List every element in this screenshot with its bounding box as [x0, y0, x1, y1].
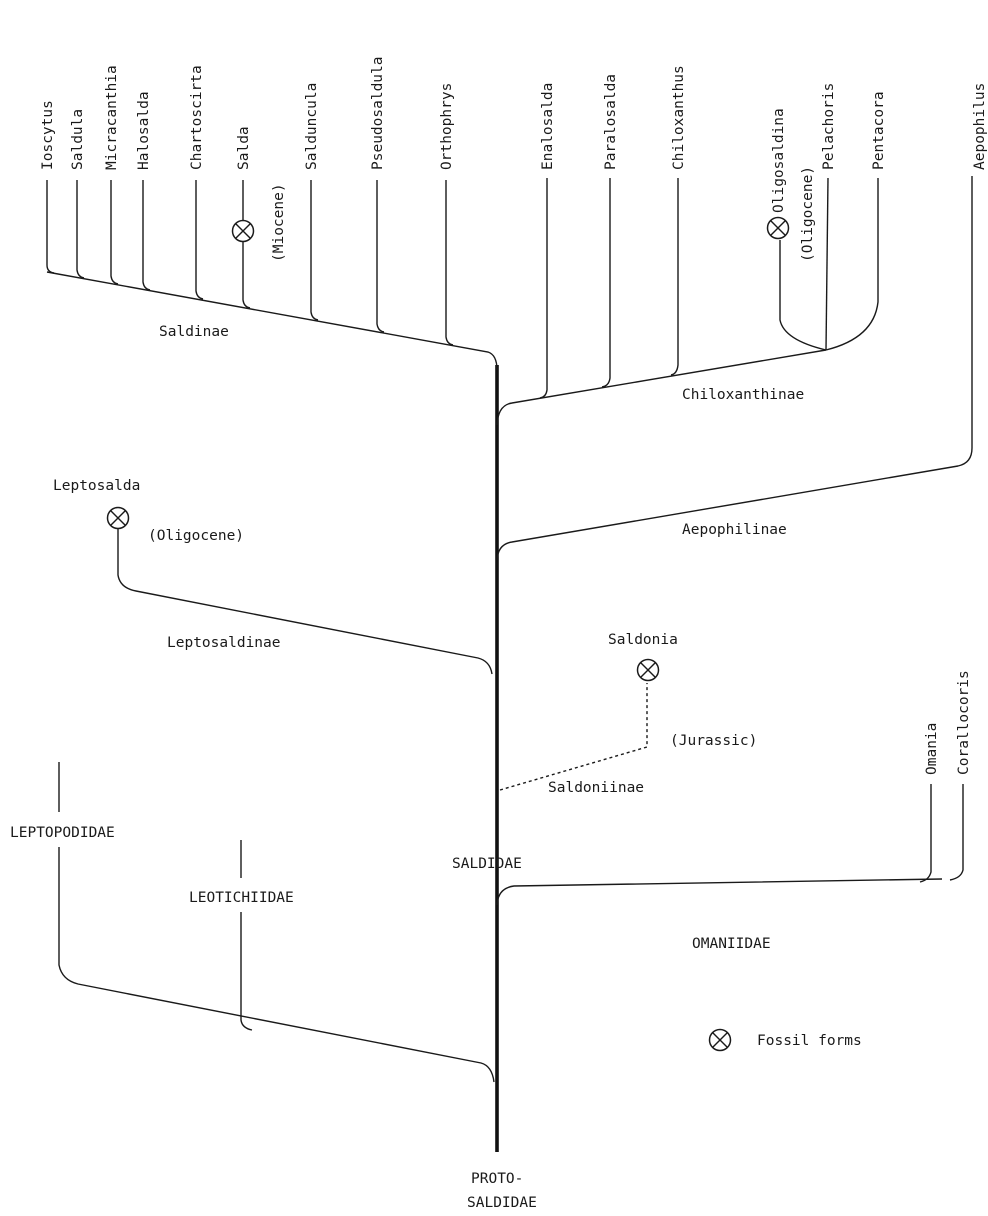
genus-chartoscirta: Chartoscirta	[189, 65, 205, 170]
fossil-marker-oligosaldina	[766, 216, 790, 240]
family-leptopodidae: LEPTOPODIDAE	[10, 825, 115, 841]
leptopodidae-stem	[58, 847, 495, 1083]
stem-chartoscirta	[195, 180, 204, 300]
family-omaniidae: OMANIIDAE	[692, 936, 771, 952]
era-miocene: (Miocene)	[271, 183, 287, 262]
genus-ioscytus: Ioscytus	[40, 100, 56, 170]
stem-ioscytus	[46, 180, 55, 274]
genus-orthophrys: Orthophrys	[439, 83, 455, 170]
subfamily-aepophilinae: Aepophilinae	[682, 522, 787, 538]
era-jurassic: (Jurassic)	[670, 733, 757, 749]
genus-pseudosaldula: Pseudosaldula	[370, 57, 386, 171]
subfamily-saldinae: Saldinae	[159, 324, 229, 340]
omaniidae-branch	[496, 878, 943, 906]
stem-salda	[242, 180, 251, 309]
genus-enalosalda: Enalosalda	[540, 83, 556, 170]
genus-saldula: Saldula	[70, 109, 86, 170]
stem-oligosaldina	[779, 240, 827, 351]
subfamily-chiloxanthinae: Chiloxanthinae	[682, 387, 804, 403]
family-saldidae: SALDIDAE	[452, 856, 522, 872]
stem-micracanthia	[110, 180, 119, 285]
stem-orthophrys	[445, 180, 454, 346]
stem-enalosalda	[539, 178, 548, 399]
stem-pelachoris	[825, 177, 829, 351]
genus-chiloxanthus: Chiloxanthus	[671, 65, 687, 170]
era-oligocene-leptosalda: (Oligocene)	[148, 528, 244, 544]
fossil-saldonia-label: Saldonia	[608, 632, 678, 648]
genus-pelachoris: Pelachoris	[821, 83, 837, 170]
stem-pseudosaldula	[376, 180, 385, 333]
genus-pentacora: Pentacora	[871, 91, 887, 170]
genus-salduncula: Salduncula	[304, 83, 320, 170]
genus-omania: Omania	[924, 723, 940, 775]
genus-micracanthia: Micracanthia	[104, 65, 120, 170]
stem-omania	[919, 784, 932, 883]
fossil-leptosalda-label: Leptosalda	[53, 478, 140, 494]
stem-paralosalda	[601, 178, 611, 388]
genus-salda: Salda	[236, 126, 252, 170]
fossil-marker-leptosalda	[106, 506, 130, 530]
aepophilinae-branch	[496, 176, 973, 561]
genus-aepophilus: Aepophilus	[972, 83, 988, 170]
genus-paralosalda: Paralosalda	[603, 74, 619, 170]
genus-oligosaldina: Oligosaldina	[771, 108, 787, 213]
fossil-marker-saldonia	[636, 658, 660, 682]
saldoniinae-branch	[499, 683, 648, 791]
subfamily-saldoniinae: Saldoniinae	[548, 780, 644, 796]
stem-chiloxanthus	[670, 178, 679, 376]
stem-pentacora	[825, 178, 879, 351]
leptosaldinae-branch	[117, 528, 493, 675]
legend-fossil-icon	[708, 1028, 732, 1052]
family-proto-saldidae-line2: SALDIDAE	[467, 1195, 537, 1211]
family-leotichiidae: LEOTICHIIDAE	[189, 890, 294, 906]
saldinae-branch	[46, 271, 498, 371]
era-oligocene-oligosaldina: (Oligocene)	[800, 166, 816, 262]
stem-saldula	[76, 180, 85, 279]
subfamily-leptosaldinae: Leptosaldinae	[167, 635, 281, 651]
stem-corallocoris	[949, 784, 964, 881]
stem-salduncula	[310, 180, 319, 321]
genus-halosalda: Halosalda	[136, 91, 152, 170]
legend-fossil-forms: Fossil forms	[757, 1033, 862, 1049]
leotichiidae-branch	[240, 912, 253, 1031]
chiloxanthinae-branch	[496, 349, 827, 426]
fossil-marker-salda	[231, 219, 255, 243]
family-proto-saldidae-line1: PROTO-	[471, 1171, 523, 1187]
stem-halosalda	[142, 180, 151, 291]
genus-corallocoris: Corallocoris	[956, 670, 972, 775]
